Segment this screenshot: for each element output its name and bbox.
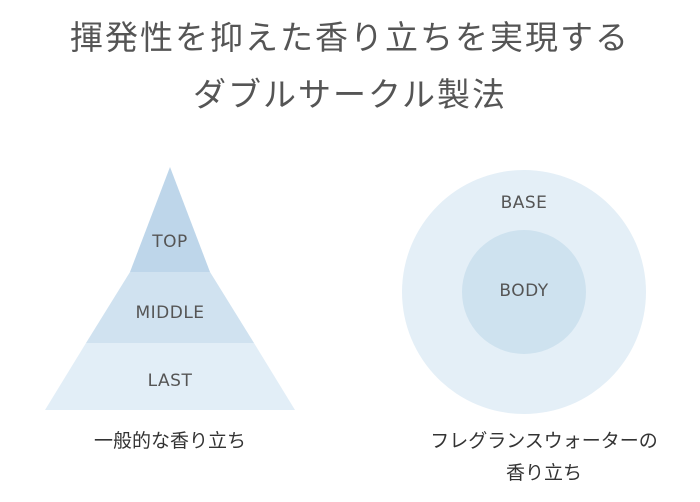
pyramid-layer-top: [130, 167, 210, 272]
pyramid-layer-last: [45, 343, 295, 410]
pyramid: TOP MIDDLE LAST: [45, 167, 295, 410]
pyramid-label-middle: MIDDLE: [135, 303, 204, 323]
pyramid-label-top: TOP: [151, 232, 188, 252]
headline-line-2: ダブルサークル製法: [192, 75, 507, 114]
circle-caption: フレグランスウォーターの 香り立ち: [388, 425, 700, 489]
double-circle: BASE BODY: [402, 170, 646, 414]
outer-circle-label: BASE: [501, 193, 548, 213]
pyramid-label-last: LAST: [148, 371, 193, 391]
inner-circle-label: BODY: [499, 281, 548, 301]
inner-circle: [462, 230, 586, 354]
headline-line-1: 揮発性を抑えた香り立ちを実現する: [70, 18, 630, 57]
pyramid-caption: 一般的な香り立ち: [20, 425, 320, 457]
circle-caption-line-1: フレグランスウォーターの: [430, 430, 658, 452]
circle-caption-line-2: 香り立ち: [505, 462, 582, 484]
pyramid-caption-text: 一般的な香り立ち: [93, 430, 246, 452]
pyramid-layer-middle: [86, 272, 254, 343]
